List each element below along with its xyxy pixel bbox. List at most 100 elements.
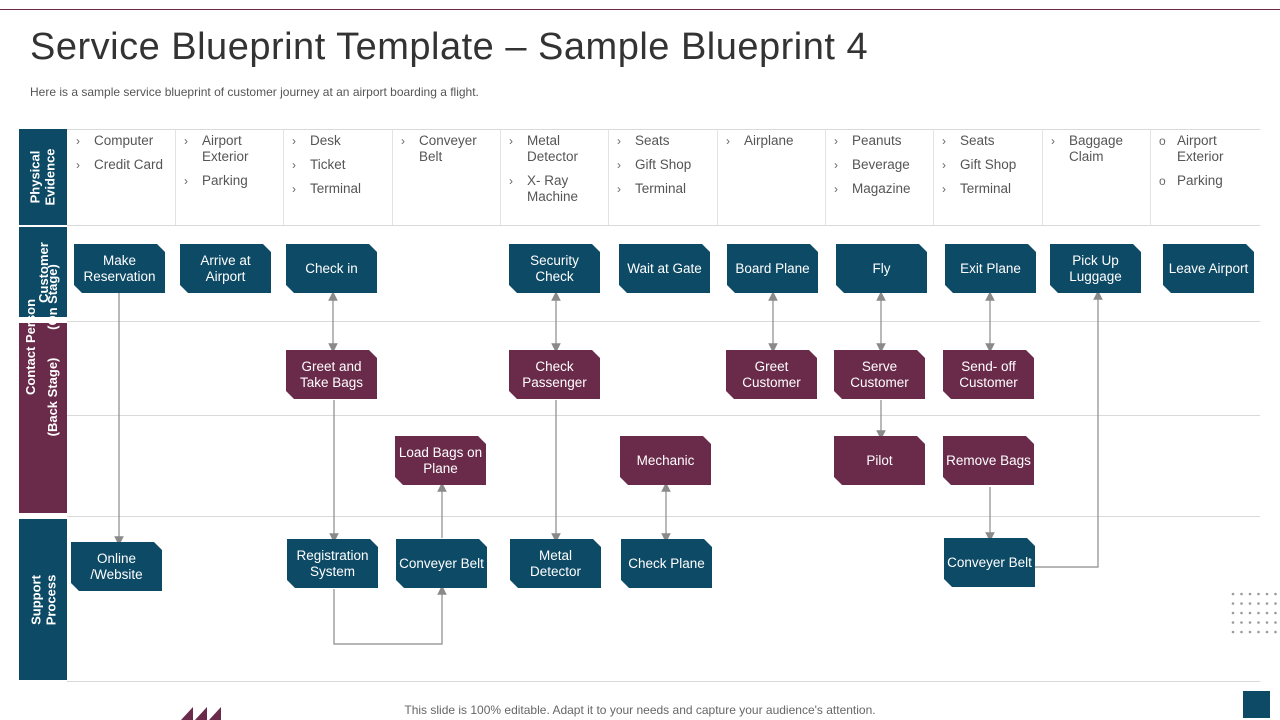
physical-evidence-item: ›Airport Exterior xyxy=(184,133,284,165)
physical-evidence-item: ›Credit Card xyxy=(76,157,176,173)
slide-subtitle: Here is a sample service blueprint of cu… xyxy=(30,85,479,99)
step-fly: Fly xyxy=(836,244,927,293)
dot xyxy=(1274,592,1277,596)
grid-line xyxy=(67,681,1260,682)
physical-evidence-cell: › Baggage Claim xyxy=(1051,133,1151,173)
physical-evidence-text: Baggage Claim xyxy=(1069,133,1124,164)
physical-evidence-cell: › Conveyer Belt xyxy=(401,133,501,173)
lane-label-customer: Customer xyxy=(19,227,67,317)
bullet-icon: › xyxy=(292,182,296,196)
column-divider xyxy=(1042,129,1043,225)
dot-grid-decoration xyxy=(1231,592,1277,634)
grid-line xyxy=(67,321,1260,322)
dot xyxy=(1265,621,1269,624)
column-divider xyxy=(608,129,609,225)
physical-evidence-cell: ›Desk›Ticket›Terminal xyxy=(292,133,392,205)
dot xyxy=(1240,611,1243,615)
physical-evidence-text: Peanuts xyxy=(852,133,902,148)
bullet-icon: › xyxy=(834,134,838,148)
dot xyxy=(1240,621,1243,624)
physical-evidence-text: Airport Exterior xyxy=(202,133,249,164)
lane-contact-stack: Contact Person (Back Stage) (On Stage) xyxy=(19,264,67,442)
physical-evidence-item: › Peanuts xyxy=(834,133,934,149)
bullet-icon: o xyxy=(1159,134,1166,148)
dot xyxy=(1248,621,1252,624)
step-conveyer-belt-2: Conveyer Belt xyxy=(944,538,1035,587)
bullet-icon: › xyxy=(834,182,838,196)
dot xyxy=(1274,611,1277,615)
step-greet-customer: Greet Customer xyxy=(726,350,817,399)
dot xyxy=(1231,602,1235,605)
bullet-icon: › xyxy=(726,134,730,148)
step-leave-airport: Leave Airport xyxy=(1163,244,1254,293)
dot xyxy=(1248,611,1252,615)
dot xyxy=(1231,630,1235,634)
bullet-icon: › xyxy=(942,158,946,172)
physical-evidence-item: ›Seats xyxy=(617,133,717,149)
step-check-in: Check in xyxy=(286,244,377,293)
step-arrive-at-airport: Arrive at Airport xyxy=(180,244,271,293)
corner-square xyxy=(1243,691,1270,718)
dot xyxy=(1257,611,1260,615)
dot xyxy=(1274,602,1277,605)
bullet-icon: o xyxy=(1159,174,1166,188)
physical-evidence-cell: ›Metal Detector›X- Ray Machine xyxy=(509,133,609,213)
bullet-icon: › xyxy=(1051,134,1055,148)
column-divider xyxy=(283,129,284,225)
bullet-icon: › xyxy=(617,182,621,196)
physical-evidence-text: Magazine xyxy=(852,181,911,196)
step-greet-take-bags: Greet and Take Bags xyxy=(286,350,377,399)
physical-evidence-cell: ›Computer ›Credit Card xyxy=(76,133,176,181)
physical-evidence-text: Airplane xyxy=(744,133,794,148)
bullet-icon: › xyxy=(401,134,405,148)
column-divider xyxy=(825,129,826,225)
column-divider xyxy=(175,129,176,225)
bullet-icon: › xyxy=(76,134,80,148)
column-divider xyxy=(500,129,501,225)
dot xyxy=(1231,611,1235,615)
bullet-icon: › xyxy=(617,134,621,148)
bullet-icon: › xyxy=(184,174,188,188)
physical-evidence-cell: › Airplane xyxy=(726,133,826,157)
physical-evidence-item: ›Desk xyxy=(292,133,392,149)
dot xyxy=(1257,621,1260,624)
physical-evidence-text: Conveyer Belt xyxy=(419,133,477,164)
physical-evidence-text: Terminal xyxy=(635,181,687,196)
column-divider xyxy=(933,129,934,225)
slide-title: Service Blueprint Template – Sample Blue… xyxy=(30,26,869,68)
physical-evidence-text: Gift Shop xyxy=(960,157,1017,172)
physical-evidence-text: Terminal xyxy=(310,181,362,196)
dot xyxy=(1274,621,1277,624)
dot xyxy=(1265,602,1269,605)
physical-evidence-item: › Gift Shop xyxy=(942,157,1042,173)
physical-evidence-item: ›Seats xyxy=(942,133,1042,149)
step-remove-bags: Remove Bags xyxy=(943,436,1034,485)
dot xyxy=(1248,592,1252,596)
step-pilot: Pilot xyxy=(834,436,925,485)
physical-evidence-cell: ›Airport Exterior›Parking xyxy=(184,133,284,197)
bullet-icon: › xyxy=(942,134,946,148)
physical-evidence-item: › Conveyer Belt xyxy=(401,133,501,165)
column-divider xyxy=(392,129,393,225)
bullet-icon: › xyxy=(509,134,513,148)
footer-note: This slide is 100% editable. Adapt it to… xyxy=(404,703,876,717)
step-make-reservation: Make Reservation xyxy=(74,244,165,293)
step-online-website: Online /Website xyxy=(71,542,162,591)
physical-evidence-item: › Terminal xyxy=(617,181,717,197)
lane-support-text: Support Process xyxy=(28,574,58,625)
dot xyxy=(1265,630,1269,634)
physical-evidence-item: › Magazine xyxy=(834,181,934,197)
physical-evidence-item: ›X- Ray Machine xyxy=(509,173,609,205)
physical-evidence-item: ›Computer xyxy=(76,133,176,149)
step-board-plane: Board Plane xyxy=(727,244,818,293)
physical-evidence-cell: › Peanuts ›Beverage › Magazine xyxy=(834,133,934,205)
lane-label-support-process: Support Process xyxy=(19,519,67,680)
physical-evidence-text: Gift Shop xyxy=(635,157,692,172)
step-check-passenger: Check Passenger xyxy=(509,350,600,399)
dot xyxy=(1257,592,1260,596)
bullet-icon: › xyxy=(292,134,296,148)
physical-evidence-item: ›Beverage xyxy=(834,157,934,173)
top-rule xyxy=(0,9,1280,10)
